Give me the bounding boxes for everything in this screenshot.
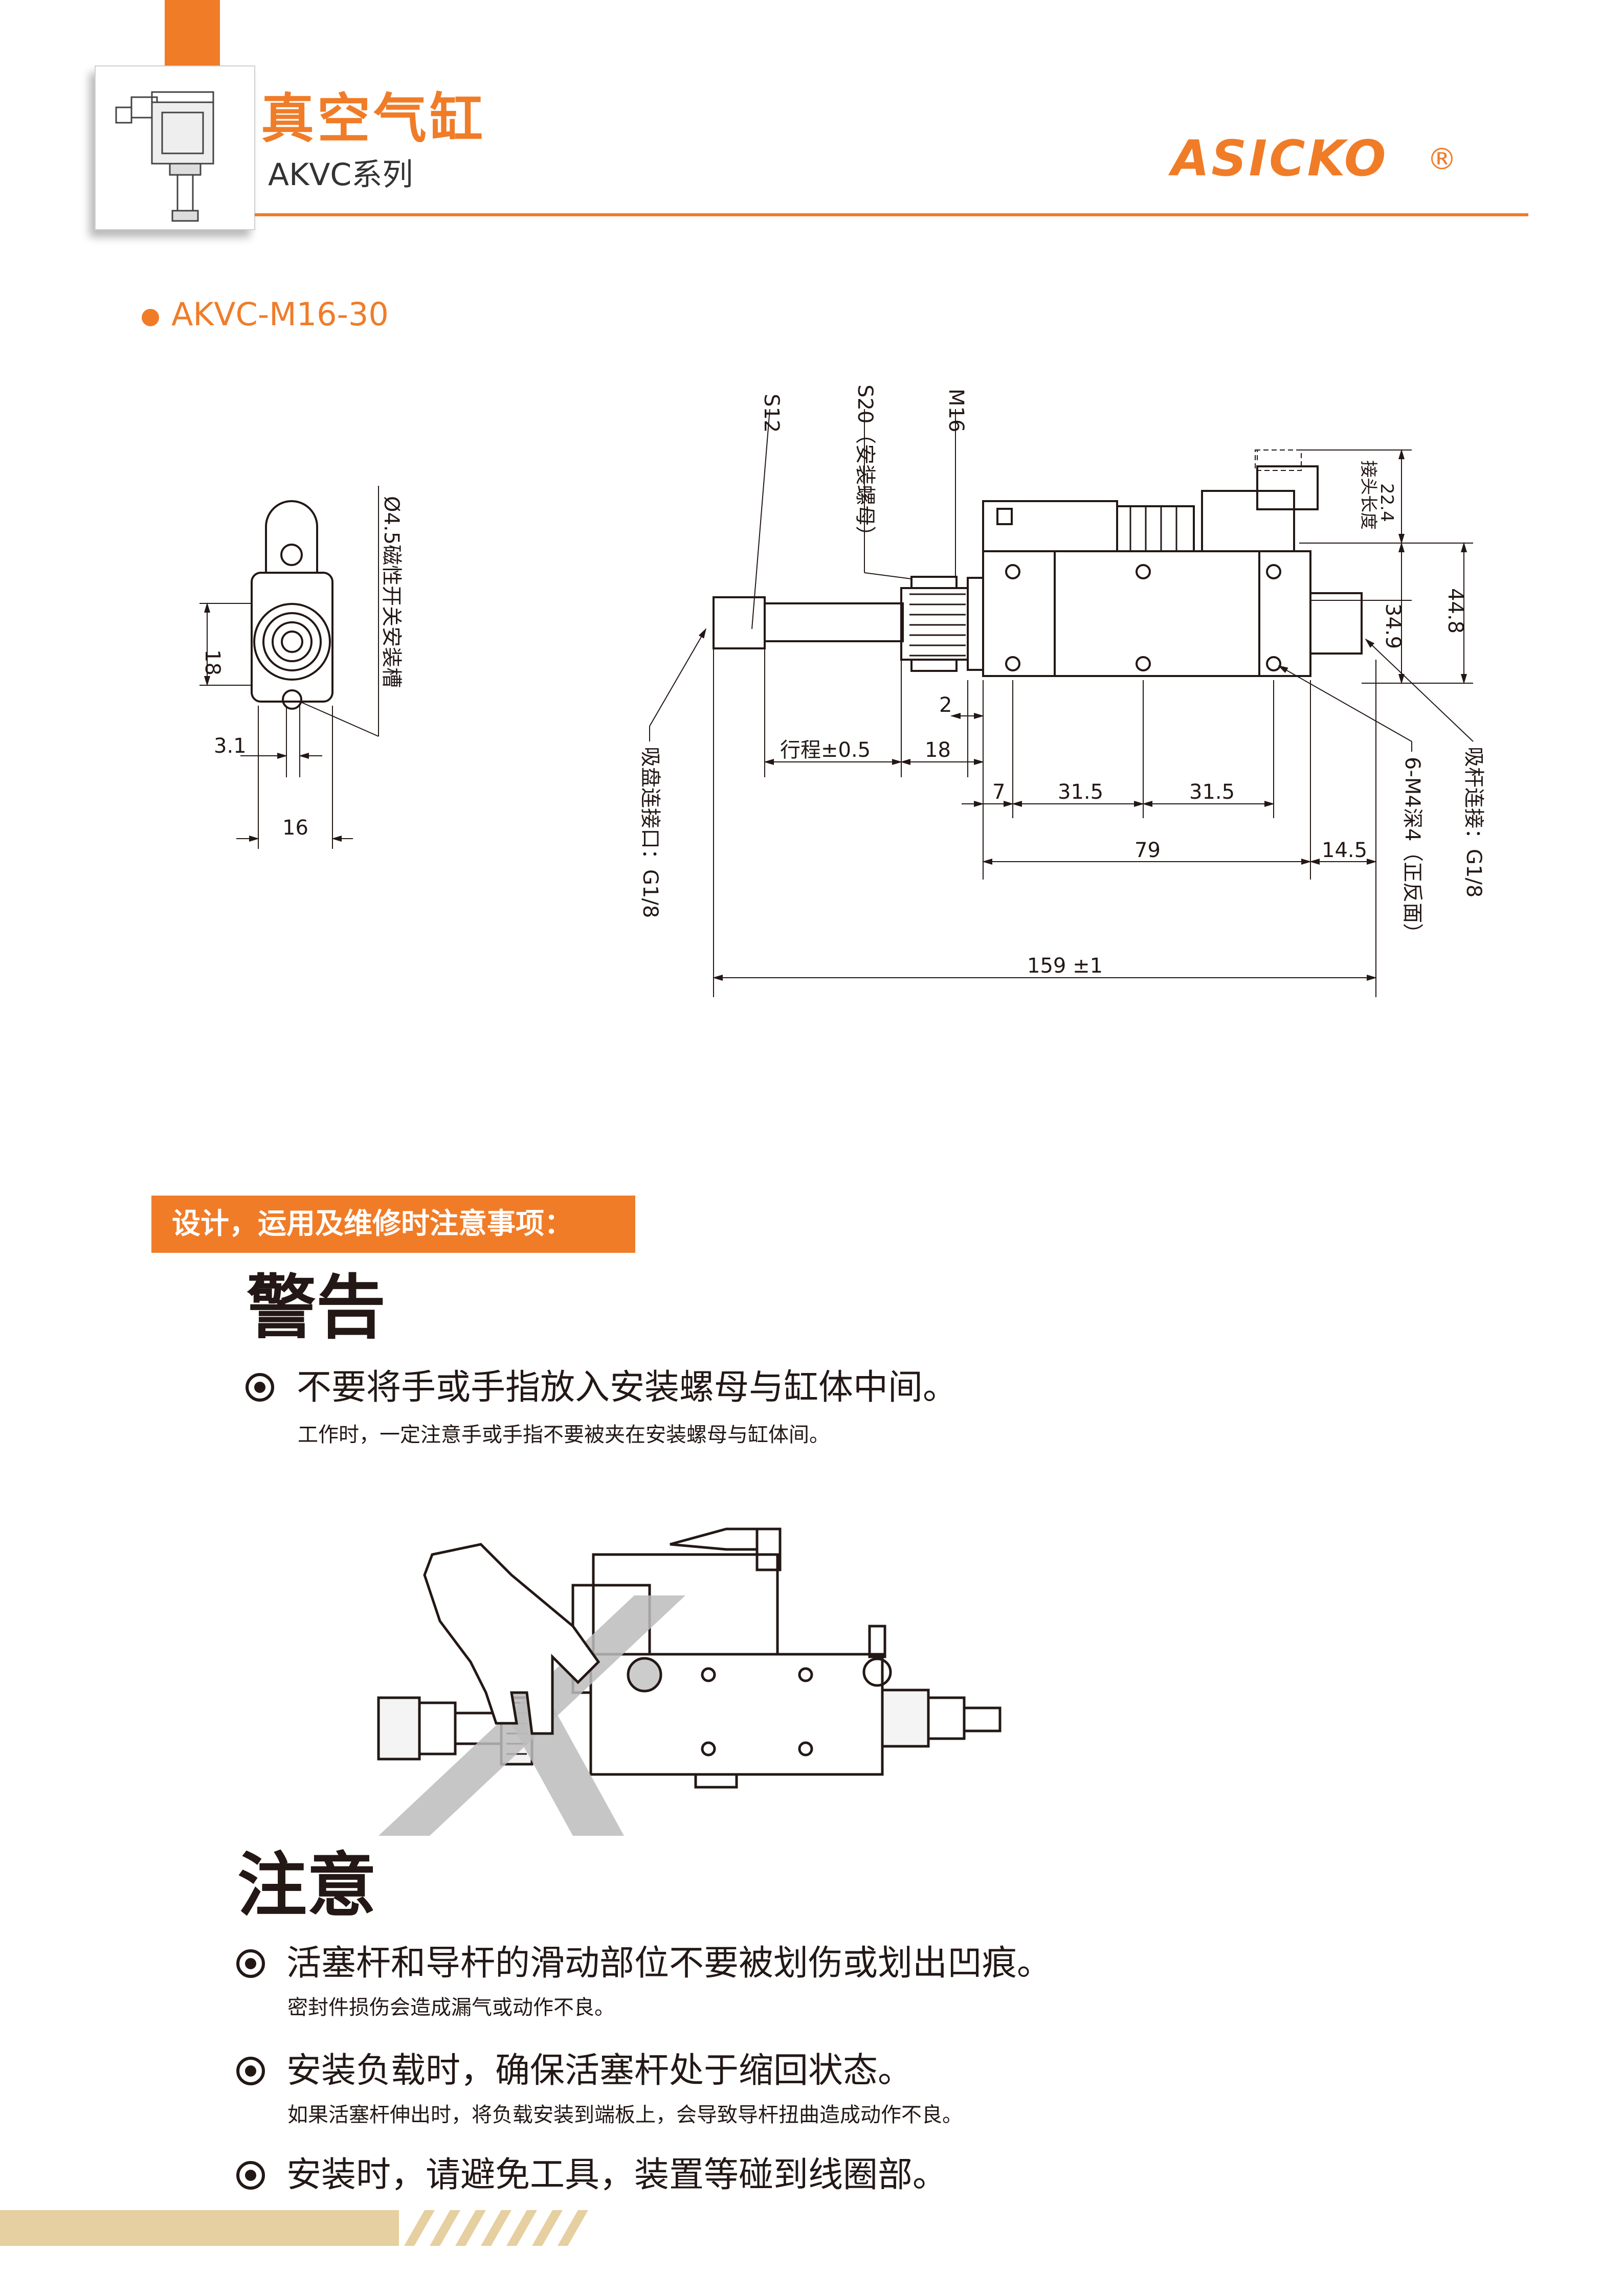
label-s20: S20（安装螺母）: [853, 385, 877, 546]
warning-item-note: 工作时，一定注意手或手指不要被夹在安装螺母与缸体间。: [298, 1423, 830, 1447]
caution-item-title: 安装时，请避免工具，装置等碰到线圈部。: [286, 2155, 948, 2195]
label-7: 7: [992, 780, 1005, 804]
label-79: 79: [1134, 839, 1161, 862]
caution-item-title: 安装负载时，确保活塞杆处于缩回状态。: [286, 2051, 913, 2091]
caution-bullet-icon: [236, 2057, 265, 2085]
model-name: AKVC-M16-30: [171, 296, 389, 333]
warning-bullet-icon: [246, 1373, 274, 1402]
label-suction-rod: 吸杆连接：G1/8: [1462, 747, 1485, 897]
caution-bullet-icon: [236, 2161, 265, 2190]
header-accent-tab: [165, 0, 220, 65]
cylinder-thumbnail-icon: [115, 91, 214, 222]
left-view: [199, 486, 379, 849]
label-thread-holes: 6-M4深4（正反面）: [1400, 757, 1424, 943]
label-31-5-a: 31.5: [1058, 780, 1103, 804]
header-divider: [255, 213, 1528, 216]
brand-logo: ASICKO: [1171, 130, 1388, 187]
label-m16: M16: [944, 389, 968, 432]
left-dim-3-1: 3.1: [214, 734, 247, 758]
label-34-9: 34.9: [1381, 603, 1405, 649]
label-159: 159 ±1: [1027, 954, 1103, 978]
label-s12: S12: [760, 394, 783, 433]
caution-heading: 注意: [237, 1845, 376, 1926]
warning-item-title: 不要将手或手指放入安装螺母与缸体中间。: [297, 1367, 958, 1408]
product-series: AKVC系列: [268, 157, 413, 193]
label-2: 2: [939, 693, 952, 717]
caution-item-title: 活塞杆和导杆的滑动部位不要被划伤或划出凹痕。: [286, 1943, 1052, 1984]
left-dim-18: 18: [201, 649, 224, 676]
label-22-4: 22.4: [1376, 483, 1397, 522]
side-view-dimensions: [649, 409, 1474, 997]
label-joint-length: 接头长度: [1358, 460, 1378, 530]
label-14-5: 14.5: [1322, 839, 1367, 862]
footer-stripe: [0, 2210, 588, 2246]
warning-heading: 警告: [247, 1268, 386, 1348]
caution-bullet-icon: [236, 1949, 265, 1978]
left-dim-16: 16: [282, 816, 308, 840]
label-44-8: 44.8: [1443, 588, 1467, 634]
label-suction-port: 吸盘连接口：G1/8: [638, 747, 662, 918]
product-title: 真空气缸: [261, 87, 486, 150]
dimension-drawing: Ø4.5磁性开关安装槽 18 3.1 16: [199, 385, 1485, 997]
model-bullet-icon: [142, 309, 159, 326]
warning-illustration: [377, 1527, 1002, 1836]
caution-item-note: 如果活塞杆伸出时，将负载安装到端板上，会导致导杆扭曲造成动作不良。: [287, 2103, 963, 2127]
registered-mark: ®: [1427, 142, 1457, 176]
left-slot-label: Ø4.5磁性开关安装槽: [380, 496, 403, 688]
label-stroke: 行程±0.5: [780, 738, 871, 762]
side-view: [713, 449, 1363, 677]
label-18: 18: [925, 738, 951, 762]
product-thumbnail: [95, 65, 255, 230]
notice-banner: 设计，运用及维修时注意事项：: [151, 1196, 635, 1253]
label-31-5-b: 31.5: [1189, 780, 1235, 804]
caution-item-note: 密封件损伤会造成漏气或动作不良。: [287, 1996, 615, 2019]
hand-icon: [423, 1543, 600, 1735]
cylinder-illustration: [377, 1527, 1002, 1789]
